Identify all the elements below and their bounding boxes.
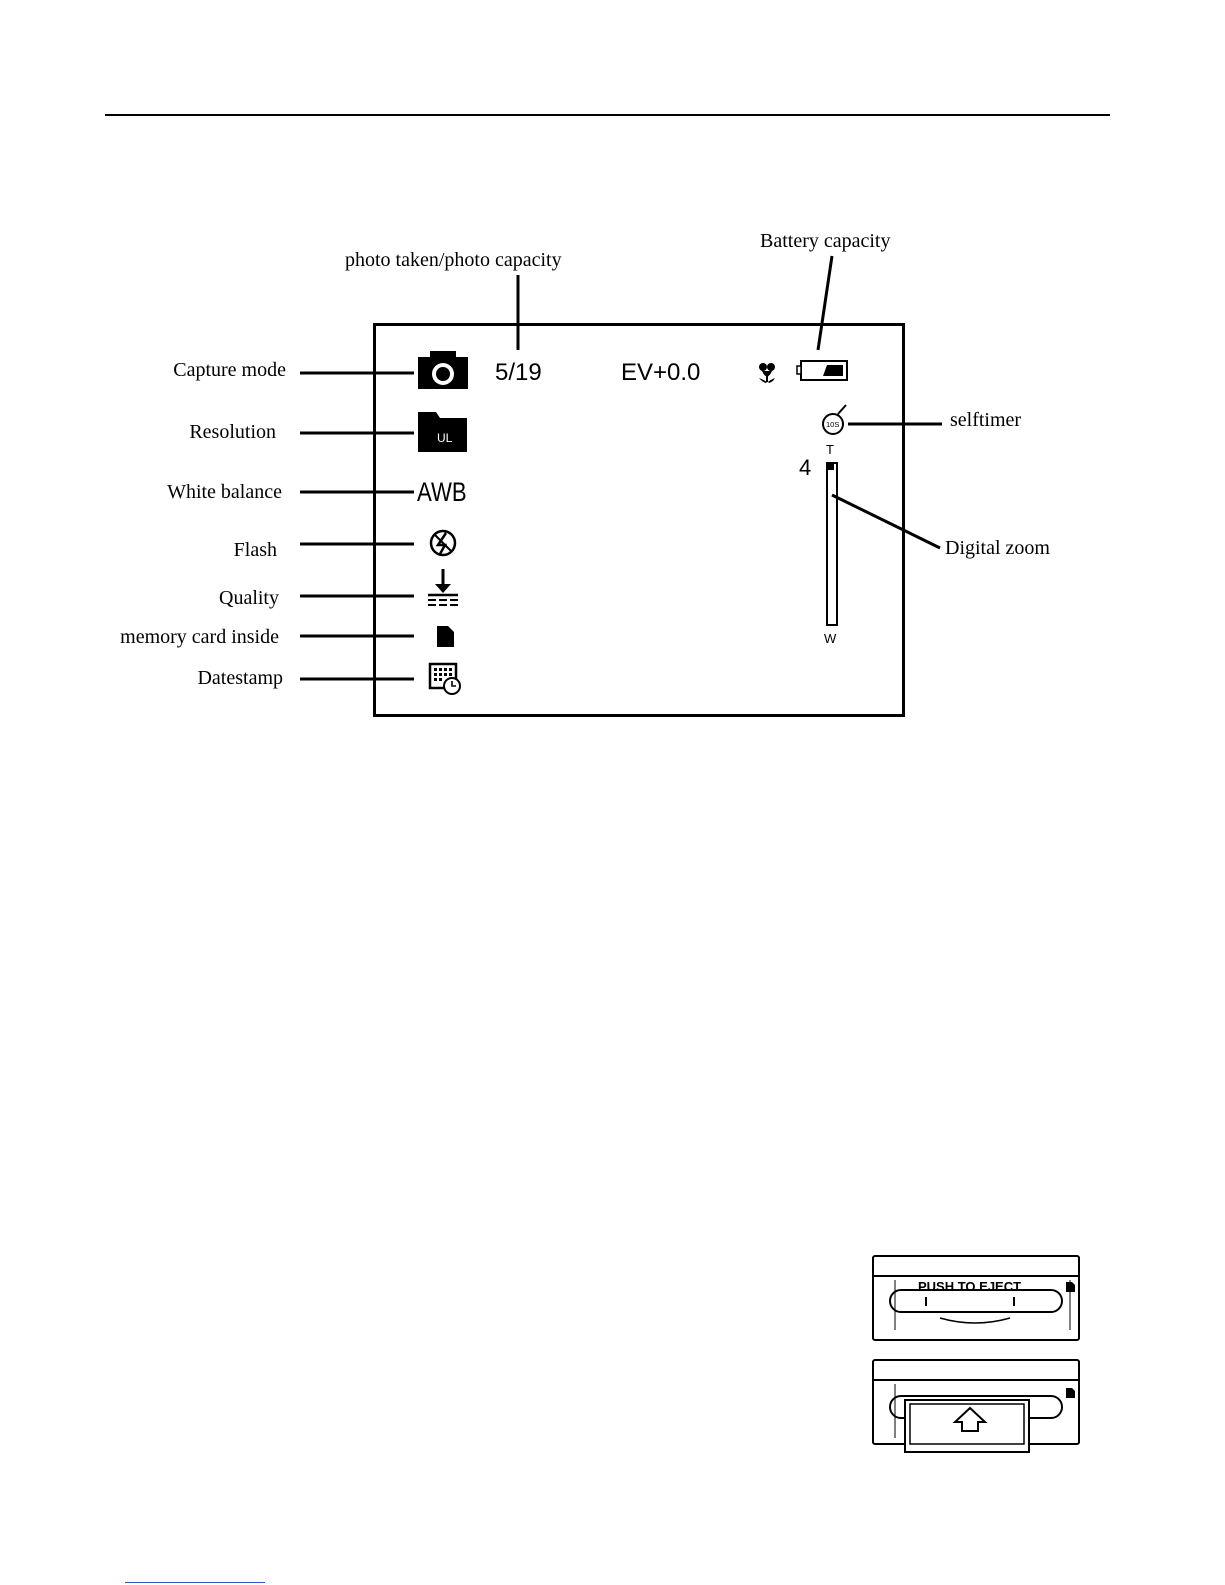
battery-icon [797,361,847,380]
leader-digital-zoom [832,495,940,548]
push-to-eject-text: PUSH TO EJECT [918,1279,1021,1294]
camera-icon [418,351,468,389]
card-slot-open-illustration [873,1360,1079,1452]
calendar-clock-icon [430,664,460,694]
selftimer-icon: 10S [823,405,846,434]
card-slot-closed-illustration: PUSH TO EJECT [873,1256,1079,1340]
leader-lines [300,256,942,679]
selftimer-value: 10S [826,420,839,429]
quality-icon [428,569,458,605]
leader-battery [818,256,832,350]
folder-icon: UL [418,412,467,452]
resolution-tag: UL [437,431,453,445]
sd-card-icon [437,626,454,647]
macro-flower-icon [759,363,775,383]
flash-off-icon [431,531,455,555]
footer-link-rule [125,1582,265,1583]
